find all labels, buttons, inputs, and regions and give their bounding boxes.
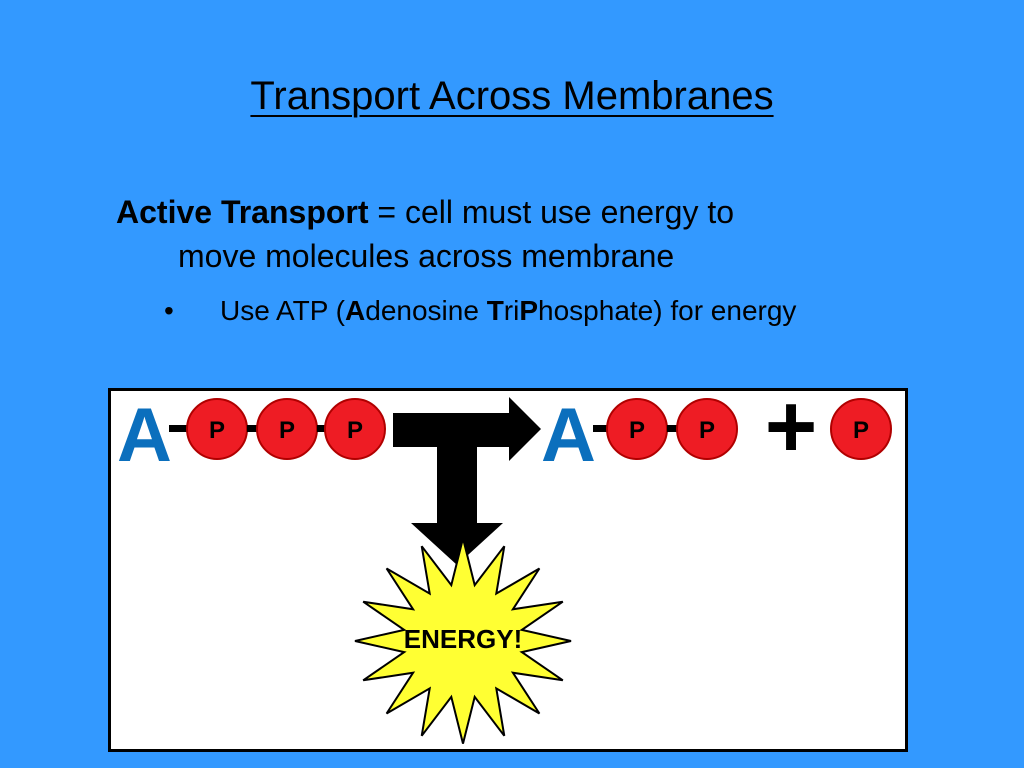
bullet-p-letter: P	[519, 295, 539, 326]
atp-diagram-svg: A P P P A P P + P ENERGY!	[117, 391, 892, 744]
bullet-prefix: Use ATP (	[220, 295, 346, 326]
phosphate-label-adp-2: P	[699, 417, 715, 444]
slide-title: Transport Across Membranes	[250, 74, 774, 118]
bullet-a-letter: A	[345, 295, 366, 326]
phosphate-circle-adp-2	[676, 398, 738, 460]
bond-atp-1	[169, 425, 197, 432]
atp-bullet: • Use ATP (Adenosine TriPhosphate) for en…	[164, 291, 984, 331]
adenosine-letter-atp: A	[117, 393, 172, 478]
definition-text-line1: = cell must use energy to	[368, 194, 735, 230]
phosphate-label-atp-2: P	[279, 417, 295, 444]
atp-diagram: A P P P A P P + P ENERGY!	[108, 388, 908, 752]
bond-adp-2	[667, 425, 677, 432]
energy-label: ENERGY!	[404, 624, 522, 654]
energy-burst	[354, 538, 572, 744]
phosphate-label-adp-1: P	[629, 417, 645, 444]
bullet-t-rest: ri	[503, 295, 520, 326]
bullet-a-rest: denosine	[365, 295, 487, 326]
phosphate-circle-free	[830, 398, 892, 460]
bond-atp-2	[247, 425, 257, 432]
bond-atp-3	[317, 425, 327, 432]
bullet-p-rest: hosphate) for energy	[538, 295, 797, 326]
definition-text-line2: move molecules across membrane	[178, 238, 675, 274]
phosphate-label-atp-1: P	[209, 417, 225, 444]
phosphate-circle-atp-3	[324, 398, 386, 460]
bullet-marker: •	[164, 295, 174, 326]
phosphate-label-atp-3: P	[347, 417, 363, 444]
definition-term: Active Transport	[116, 194, 369, 230]
phosphate-label-free: P	[853, 417, 869, 444]
plus-sign: +	[765, 391, 818, 477]
adenosine-letter-adp: A	[541, 393, 596, 478]
bullet-t-letter: T	[486, 295, 504, 326]
definition-paragraph: Active Transport = cell must use energy …	[116, 190, 936, 278]
bond-adp-1	[593, 425, 613, 432]
reaction-arrow	[393, 397, 541, 565]
